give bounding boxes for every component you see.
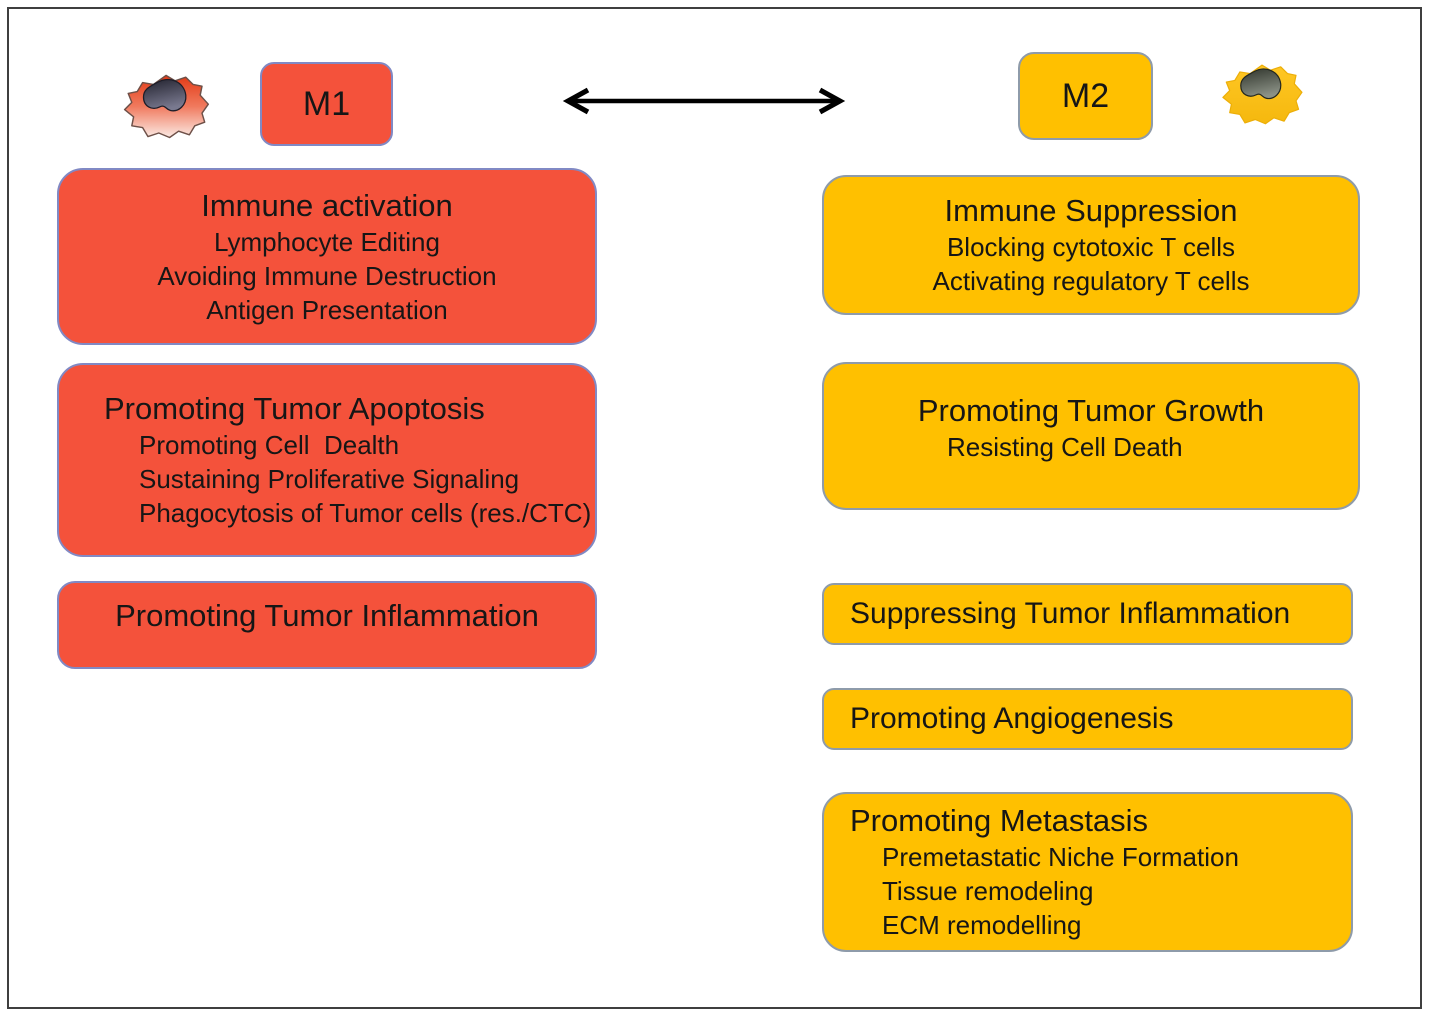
m2-promoting-metastasis-box: Promoting Metastasis Premetastatic Niche… — [822, 792, 1353, 952]
m1-immune-activation-box: Immune activation Lymphocyte Editing Avo… — [57, 168, 597, 345]
box-item: Activating regulatory T cells — [932, 266, 1250, 296]
m2-tumor-growth-box: Promoting Tumor Growth Resisting Cell De… — [822, 362, 1360, 510]
box-title: Promoting Tumor Growth — [917, 393, 1265, 428]
box-item: Sustaining Proliferative Signaling — [139, 464, 520, 494]
box-item: Lymphocyte Editing — [214, 226, 440, 257]
box-title: Immune activation — [201, 187, 453, 223]
macrophage-m2-cell-icon — [1222, 64, 1303, 125]
macrophage-m1-cell-icon — [123, 74, 210, 139]
m2-label: M2 — [1061, 76, 1110, 115]
box-title: Suppressing Tumor Inflammation — [850, 597, 1291, 630]
figure-border-frame — [7, 7, 1422, 1009]
box-title: Promoting Metastasis — [850, 803, 1149, 838]
box-item: Promoting Cell Dealth — [139, 430, 400, 460]
box-title: Promoting Tumor Inflammation — [115, 598, 539, 633]
box-item: Blocking cytotoxic T cells — [946, 232, 1236, 262]
m1-tumor-apoptosis-box: Promoting Tumor Apoptosis Promoting Cell… — [57, 363, 597, 557]
box-item: Avoiding Immune Destruction — [157, 260, 497, 291]
box-title: Immune Suppression — [944, 193, 1238, 228]
box-item: ECM remodelling — [882, 910, 1082, 940]
m1-tumor-inflammation-box: Promoting Tumor Inflammation — [57, 581, 597, 669]
box-item: Antigen Presentation — [206, 294, 448, 325]
m1-label-box: M1 — [260, 62, 393, 146]
m2-label-box: M2 — [1018, 52, 1153, 140]
box-item: Premetastatic Niche Formation — [882, 842, 1239, 872]
box-item: Phagocytosis of Tumor cells (res./CTC) — [139, 498, 592, 528]
box-item: Resisting Cell Death — [947, 432, 1183, 462]
box-title: Promoting Angiogenesis — [850, 702, 1174, 735]
m2-suppressing-inflammation-box: Suppressing Tumor Inflammation — [822, 583, 1353, 645]
left-right-arrow-icon — [562, 87, 846, 115]
box-title: Promoting Tumor Apoptosis — [104, 391, 485, 426]
m1-label: M1 — [302, 84, 351, 123]
m2-promoting-angiogenesis-box: Promoting Angiogenesis — [822, 688, 1353, 750]
box-item: Tissue remodeling — [882, 876, 1094, 906]
m2-immune-suppression-box: Immune Suppression Blocking cytotoxic T … — [822, 175, 1360, 315]
